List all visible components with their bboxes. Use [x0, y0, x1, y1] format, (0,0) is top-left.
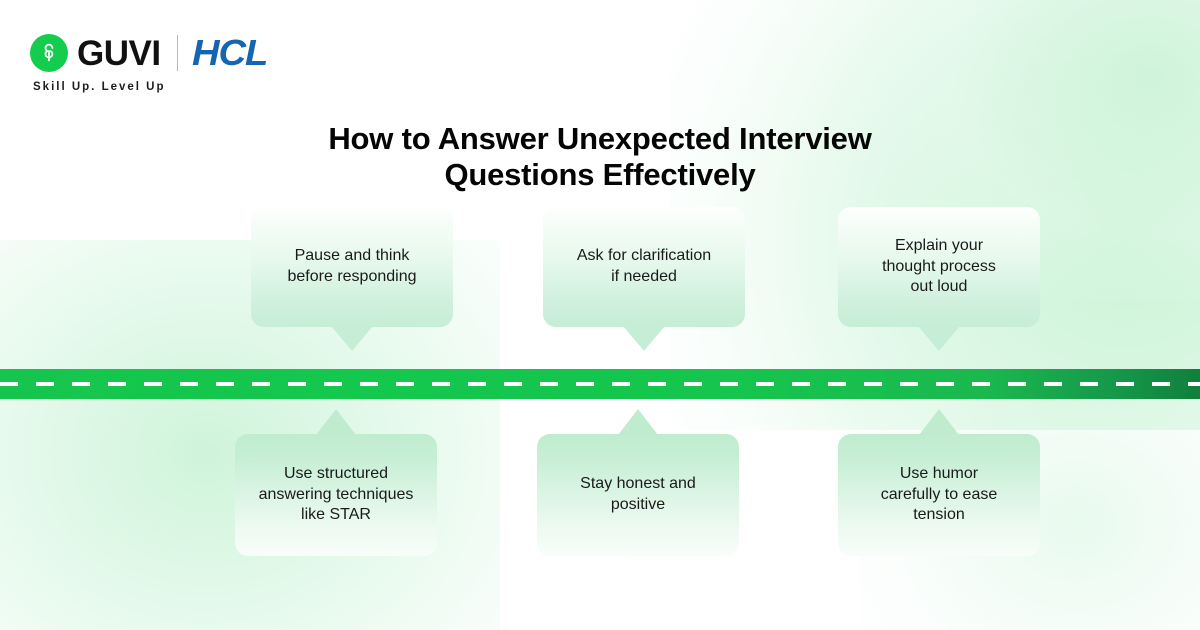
guvi-g-mark-icon	[30, 34, 68, 72]
tip-bottom-3-line-3: tension	[913, 506, 965, 524]
brand-divider	[176, 35, 178, 71]
tip-top-2-line-1: Ask for clarification	[576, 247, 712, 265]
tip-top-3-line-3: out loud	[910, 278, 968, 296]
hcl-wordmark: HCL	[191, 32, 268, 73]
tip-top-3-line-2: thought process	[882, 257, 996, 275]
tip-bottom-3-line-1: Use humor	[899, 464, 979, 482]
tip-bubble-top-1-text: Pause and think before responding	[288, 246, 417, 288]
tip-bubble-top-2-text: Ask for clarification if needed	[577, 246, 711, 288]
tip-bubble-bottom-1: Use structured answering techniques like…	[235, 409, 437, 556]
tip-bottom-1-line-3: like STAR	[301, 506, 371, 524]
page-title: How to Answer Unexpected Interview Quest…	[0, 121, 1200, 193]
brand-header: GUVI HCL Skill Up. Level Up	[30, 32, 268, 93]
tip-bubble-bottom-2: Stay honest and positive	[537, 409, 739, 556]
brand-tagline: Skill Up. Level Up	[33, 81, 166, 93]
tip-bottom-1-line-2: answering techniques	[258, 485, 414, 503]
speech-tail-down-icon	[918, 326, 960, 351]
tip-bubble-bottom-3: Use humor carefully to ease tension	[838, 409, 1040, 556]
page-title-line-2: Questions Effectively	[444, 156, 756, 192]
dashed-road-divider	[0, 369, 1200, 399]
tip-bottom-3-line-2: carefully to ease	[880, 485, 998, 503]
tip-bubble-top-3-text: Explain your thought process out loud	[882, 236, 996, 298]
tip-bubble-top-2: Ask for clarification if needed	[543, 207, 745, 351]
tip-bubble-bottom-2-text: Stay honest and positive	[580, 474, 696, 516]
tip-bottom-2-line-1: Stay honest and	[580, 475, 696, 493]
tip-top-3-line-1: Explain your	[894, 236, 984, 254]
tip-top-1-line-1: Pause and think	[294, 247, 410, 265]
tip-bubble-bottom-1-text: Use structured answering techniques like…	[259, 464, 414, 526]
tip-bubble-top-3: Explain your thought process out loud	[838, 207, 1040, 351]
tip-top-1-line-2: before responding	[287, 268, 417, 285]
brand-logo-row: GUVI HCL	[30, 32, 268, 74]
tip-bubble-bottom-3-text: Use humor carefully to ease tension	[881, 464, 998, 526]
page-title-line-1: How to Answer Unexpected Interview	[328, 120, 872, 156]
road-dash-line	[0, 382, 1200, 386]
speech-tail-up-icon	[618, 409, 658, 435]
tip-top-2-line-2: if needed	[611, 268, 677, 285]
tip-bottom-2-line-2: positive	[610, 496, 666, 513]
speech-tail-up-icon	[316, 409, 356, 435]
speech-tail-down-icon	[623, 326, 665, 351]
speech-tail-up-icon	[919, 409, 959, 435]
tip-bubble-top-1: Pause and think before responding	[251, 207, 453, 351]
guvi-wordmark: GUVI	[77, 33, 161, 73]
tip-bottom-1-line-1: Use structured	[283, 464, 389, 482]
speech-tail-down-icon	[331, 326, 373, 351]
